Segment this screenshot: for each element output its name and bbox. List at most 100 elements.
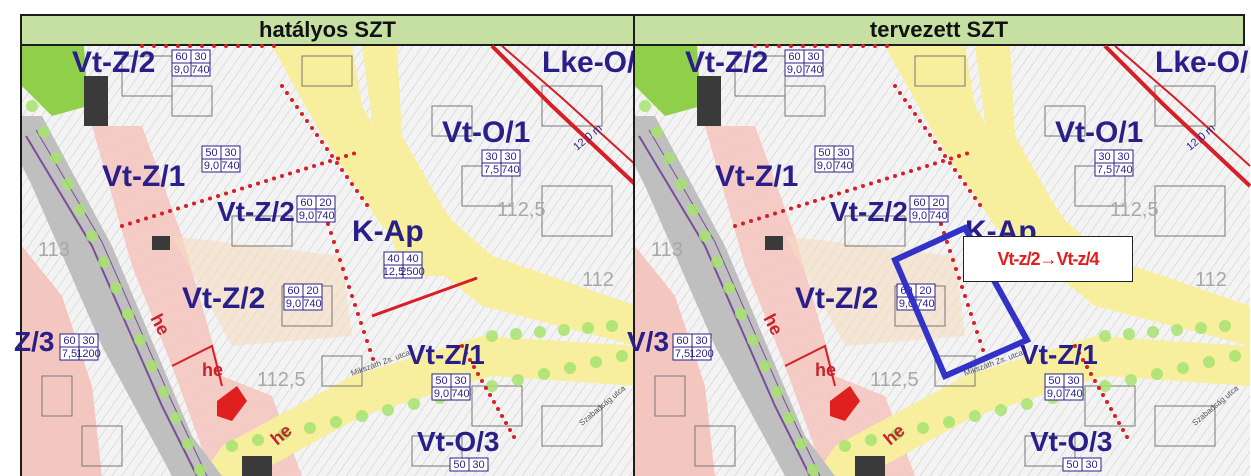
green-dot bbox=[675, 178, 687, 190]
green-dot bbox=[1099, 380, 1111, 392]
boundary-red-ne-2 bbox=[501, 45, 638, 167]
red-dot bbox=[248, 184, 252, 188]
red-dot bbox=[1109, 407, 1113, 411]
box-value: 740 bbox=[1114, 164, 1132, 176]
red-dot bbox=[224, 191, 228, 196]
boundary-red-small bbox=[171, 344, 223, 387]
red-dot bbox=[908, 105, 912, 109]
box-value: 20 bbox=[932, 197, 944, 209]
red-dot bbox=[305, 119, 309, 123]
red-dot bbox=[256, 181, 260, 186]
zone-label-vtz1-low: Vt-Z/1 bbox=[407, 339, 485, 370]
zone-label-vtz2-mid: Vt-Z/2 bbox=[217, 196, 295, 227]
red-dot bbox=[765, 44, 769, 48]
box-value: 740 bbox=[1064, 388, 1082, 400]
red-dot bbox=[861, 44, 865, 48]
box-cell bbox=[1113, 162, 1134, 177]
red-dot bbox=[741, 221, 745, 226]
zone-label-z3: V/3 bbox=[627, 326, 669, 357]
box-cell bbox=[928, 208, 949, 223]
red-dot bbox=[136, 219, 140, 223]
building-outline bbox=[231, 215, 293, 247]
green-dot bbox=[1203, 356, 1215, 368]
box-value: 30 bbox=[695, 335, 707, 347]
red-dot bbox=[978, 339, 982, 343]
red-dot bbox=[176, 206, 180, 211]
red-dot bbox=[347, 285, 351, 289]
boundary-red-ne bbox=[490, 44, 639, 188]
red-dot bbox=[837, 44, 841, 48]
building-dark-2 bbox=[152, 236, 170, 250]
red-dot bbox=[981, 348, 985, 352]
red-dot bbox=[144, 216, 148, 221]
red-dot bbox=[885, 44, 889, 48]
box-value: 9,0 bbox=[299, 210, 314, 222]
red-dot bbox=[315, 133, 319, 137]
green-dot bbox=[182, 438, 194, 450]
red-dot bbox=[943, 154, 947, 158]
zone-pink-strip bbox=[92, 126, 302, 476]
elevation-label: 113 bbox=[651, 239, 683, 261]
green-dot bbox=[26, 100, 38, 112]
green-dot bbox=[1229, 350, 1241, 362]
green-dot bbox=[98, 256, 110, 268]
green-dot bbox=[606, 320, 618, 332]
zone-label-vto1: Vt-O/1 bbox=[442, 116, 530, 149]
red-dot bbox=[845, 189, 849, 193]
zone-label-vtz2-low: Vt-Z/2 bbox=[182, 282, 265, 315]
red-dot bbox=[960, 285, 964, 289]
red-dot bbox=[925, 164, 929, 168]
green-dot bbox=[759, 360, 771, 372]
green-dot bbox=[582, 322, 594, 334]
red-dot bbox=[909, 169, 913, 173]
park-area bbox=[635, 46, 701, 116]
box-value: 740 bbox=[834, 160, 852, 172]
boundary-red-kap bbox=[371, 276, 478, 318]
red-dot bbox=[460, 344, 464, 348]
green-dot bbox=[1219, 320, 1231, 332]
red-dot bbox=[295, 105, 299, 109]
red-dot bbox=[885, 176, 889, 181]
box-value: 30 bbox=[807, 51, 819, 63]
green-dot bbox=[170, 412, 182, 424]
green-dot bbox=[1123, 328, 1135, 340]
box-value: 60 bbox=[63, 335, 75, 347]
box-cell bbox=[450, 386, 471, 401]
red-dot bbox=[928, 133, 932, 137]
red-dot bbox=[813, 44, 817, 48]
red-dot bbox=[488, 393, 492, 397]
red-dot bbox=[272, 44, 276, 48]
red-dot bbox=[336, 156, 340, 161]
green-dot bbox=[735, 308, 747, 320]
red-dot bbox=[939, 222, 943, 226]
box-cell bbox=[302, 296, 323, 311]
red-dot bbox=[903, 98, 907, 102]
red-dot bbox=[918, 119, 922, 123]
red-dot bbox=[813, 199, 817, 203]
red-dot bbox=[184, 204, 188, 208]
green-dot bbox=[1099, 330, 1111, 342]
red-dot bbox=[359, 321, 363, 325]
red-dot bbox=[958, 175, 962, 179]
building-outline bbox=[171, 85, 213, 117]
box-value: 50 bbox=[818, 147, 830, 159]
boundary-red-small bbox=[784, 344, 836, 387]
red-dot bbox=[973, 196, 977, 200]
box-value: 9,0 bbox=[286, 298, 301, 310]
green-dot bbox=[62, 178, 74, 190]
red-dot bbox=[765, 214, 769, 218]
green-dot bbox=[512, 374, 524, 386]
green-dot bbox=[86, 230, 98, 242]
green-dot bbox=[158, 386, 170, 398]
green-dot bbox=[558, 324, 570, 336]
box-value: 740 bbox=[191, 64, 209, 76]
zone-beige bbox=[172, 236, 352, 346]
box-value: 40 bbox=[406, 253, 418, 265]
building-outline bbox=[301, 55, 353, 87]
red-dot bbox=[1085, 365, 1089, 369]
